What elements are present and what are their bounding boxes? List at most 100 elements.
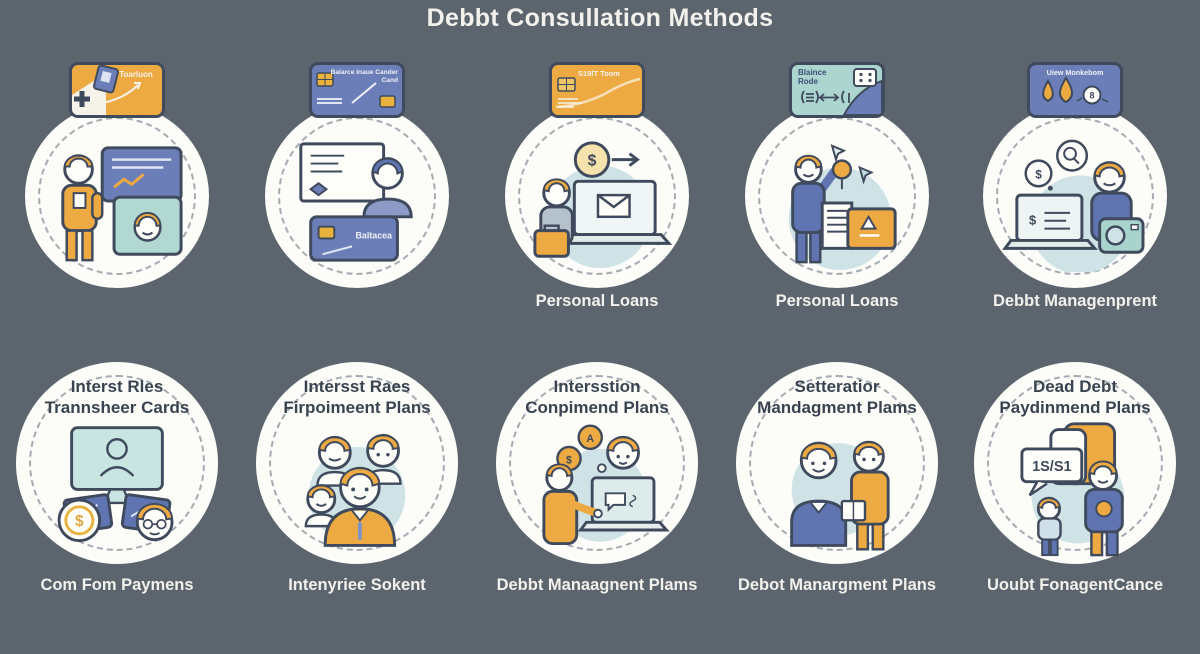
presenter-laptop-illustration: A $ [542, 424, 670, 545]
method-caption: Personal Loans [775, 292, 899, 310]
two-people-illustration [790, 440, 890, 551]
method-cell-transfer-cards: Interst Rles Trannsheer Cards $ [7, 330, 227, 654]
dashed-ring [269, 375, 445, 551]
method-cell-debt-management: $ $ 8 [965, 0, 1185, 330]
header-line1: Interst Rles [70, 377, 164, 396]
method-header: Dead Debt Paydinmend Plans [955, 376, 1195, 418]
header-line1: Dead Debt [1032, 377, 1118, 396]
svg-text:$: $ [588, 153, 597, 170]
method-cell-balance-transfer: Baltacea Balarce Inaue Cander Cand [247, 0, 467, 330]
dashed-ring [278, 117, 436, 275]
method-header: Interst Rles Trannsheer Cards [0, 376, 237, 418]
method-card: Blaince Rode [789, 62, 885, 118]
whiteboard-card-illustration: Baltacea [299, 142, 413, 262]
header-line2: Conpimend Plans [525, 398, 669, 417]
header-line2: Mandagment Plams [757, 398, 917, 417]
cursor-icon [830, 144, 847, 163]
svg-text:$: $ [1035, 167, 1042, 181]
card-label-line2: Rode [798, 77, 819, 86]
drop-icon [1042, 79, 1054, 103]
dice-icon [853, 68, 877, 87]
svg-text:8: 8 [1089, 91, 1094, 101]
laptop-chat-illustration: $ $ [1002, 139, 1145, 272]
badge-icon [1095, 500, 1113, 518]
method-caption: Debot Manargment Plans [737, 576, 937, 594]
card-label: Toarluon [119, 70, 153, 79]
card-chip-icon [317, 225, 336, 240]
dashed-ring [509, 375, 685, 551]
search-bubble-icon [1056, 139, 1089, 172]
card-label: S19lT Toom [578, 69, 620, 78]
method-cell-personal-loans-1: $ S19lT Toom Person [487, 0, 707, 330]
method-header: Setteratior Mandagment Plams [717, 376, 957, 418]
svg-text:$: $ [1029, 213, 1036, 228]
method-cell-payment-talk: Dead Debt Paydinmend Plans 1S/S1 Uoubt F… [965, 330, 1185, 654]
dashed-ring [758, 117, 916, 275]
coin-icon [577, 424, 604, 451]
inner-card-label: Baltacea [356, 230, 393, 240]
number-badge-icon [1082, 85, 1102, 105]
laptop-icon [1015, 193, 1084, 242]
speech-bubble-icon [1020, 447, 1084, 484]
dollar-coin-icon [573, 141, 611, 178]
speech-bubble-people-illustration: 1S/S1 [1020, 422, 1125, 557]
cursor-icon [858, 165, 874, 185]
header-line1: Intersst Raes [303, 377, 411, 396]
method-cell-personal-loans-2: Blaince Rode Personal Loans [727, 0, 947, 330]
method-cell-consultation: Toarluon [7, 0, 227, 330]
header-line1: Intersstion [553, 377, 641, 396]
header-line2: Trannsheer Cards [44, 398, 190, 417]
page-title: Debbt Consullation Methods [426, 4, 774, 32]
dashed-ring [38, 117, 196, 275]
card-label: Uiew Monkebom [1047, 68, 1104, 77]
balloon-icon [831, 159, 853, 180]
advisor-screens-illustration [61, 146, 183, 262]
method-header: Intersst Raes Firpoimeent Plans [237, 376, 477, 418]
family-group-illustration [304, 433, 406, 547]
svg-text:$: $ [566, 454, 572, 466]
dashed-ring [987, 375, 1163, 551]
method-card: S19lT Toom [549, 62, 645, 118]
card-label-line1: Balarce Inaue Cander [331, 69, 399, 76]
header-line1: Setteratior [794, 377, 880, 396]
dashed-ring [518, 117, 676, 275]
method-caption: Uoubt FonagentCance [987, 576, 1163, 594]
kite-icon [309, 182, 329, 197]
card-graphic: Toarluon [72, 65, 153, 115]
method-caption: Com Fom Paymens [40, 576, 194, 594]
method-caption: Personal Loans [535, 292, 659, 310]
card-label-line2: Cand [382, 77, 398, 84]
growth-arrow-icon [101, 84, 139, 104]
dashed-ring [29, 375, 205, 551]
dashed-ring [996, 117, 1154, 275]
monitor-cards-illustration: $ [57, 426, 174, 543]
method-cell-presenting: Intersstion Conpimend Plans A $ Debbt Ma… [487, 330, 707, 654]
trend-curve-icon [555, 77, 641, 109]
method-caption: Debbt Manaagnent Plams [496, 576, 698, 594]
exchange-arrows-icon [801, 90, 850, 104]
card-label-line1: Blaince [798, 68, 827, 77]
card-graphic: Balarce Inaue Cander Cand [316, 69, 399, 108]
method-card: Balarce Inaue Cander Cand [309, 62, 405, 118]
arrow-right-icon [628, 152, 640, 167]
svg-text:$: $ [75, 513, 84, 530]
svg-text:A: A [586, 433, 594, 445]
pointing-person-illustration [788, 144, 897, 271]
user-icon [106, 438, 128, 460]
method-card: 8 Uiew Monkebom [1027, 62, 1123, 118]
header-line2: Firpoimeent Plans [283, 398, 431, 417]
method-card: Toarluon [69, 62, 165, 118]
method-caption: Intenyriee Sokent [288, 576, 426, 594]
dashed-ring [749, 375, 925, 551]
bubble-amount: 1S/S1 [1032, 459, 1071, 475]
header-line2: Paydinmend Plans [999, 398, 1151, 417]
drop-icon [1059, 76, 1073, 104]
laptop-loan-illustration: $ [533, 141, 672, 269]
card-graphic: S19lT Toom [555, 69, 641, 109]
method-header: Intersstion Conpimend Plans [477, 376, 717, 418]
method-cell-family: Intersst Raes Firpoimeent Plans Int [247, 330, 467, 654]
method-cell-couple: Setteratior Mandagment Plams Debot Manar… [727, 330, 947, 654]
briefcase-icon [533, 229, 570, 258]
dollar-bubble-icon [1024, 159, 1053, 188]
